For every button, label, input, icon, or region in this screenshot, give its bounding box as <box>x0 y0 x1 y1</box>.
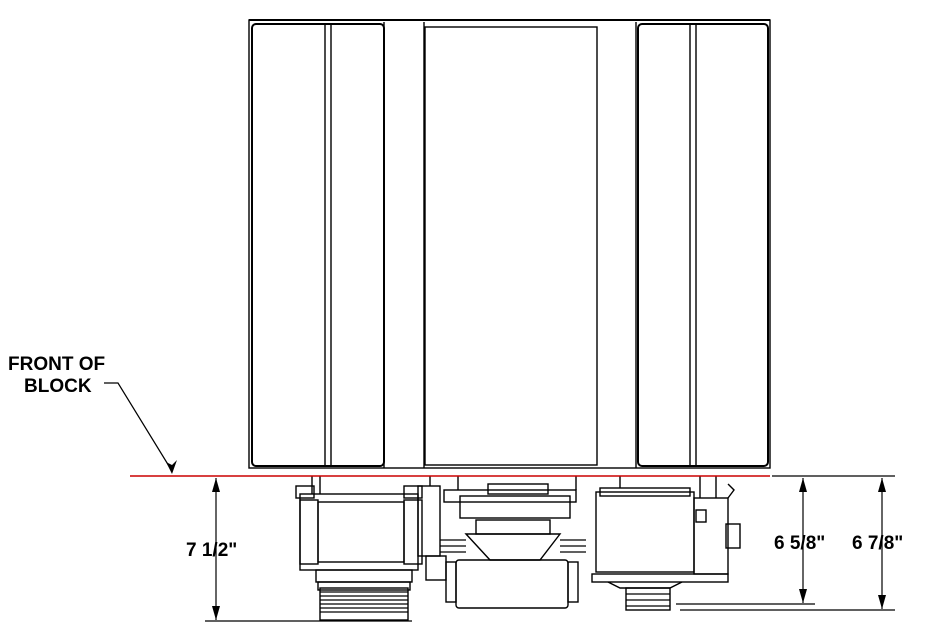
left-dimension-label: 7 1/2" <box>186 540 237 561</box>
right-outer-dimension-label: 6 7/8" <box>852 533 903 554</box>
left-dim-arrow-top <box>212 478 220 492</box>
callout-arrowhead <box>166 460 177 474</box>
lower-components <box>295 476 741 621</box>
right-inner-dimension-label: 6 5/8" <box>774 533 825 554</box>
callout-leader <box>104 382 173 472</box>
outer-dim-arrow-bottom <box>878 595 886 609</box>
engine-block-body <box>248 19 771 469</box>
callout-line-1: FRONT OF <box>8 354 105 375</box>
inner-dim-arrow-top <box>799 478 807 492</box>
callout-line-2: BLOCK <box>24 376 92 397</box>
inner-dim-arrow-bottom <box>799 589 807 603</box>
right-dimensions <box>676 475 895 611</box>
left-dimension <box>205 478 412 622</box>
outer-dim-arrow-top <box>878 478 886 492</box>
left-dim-arrow-bottom <box>212 606 220 620</box>
